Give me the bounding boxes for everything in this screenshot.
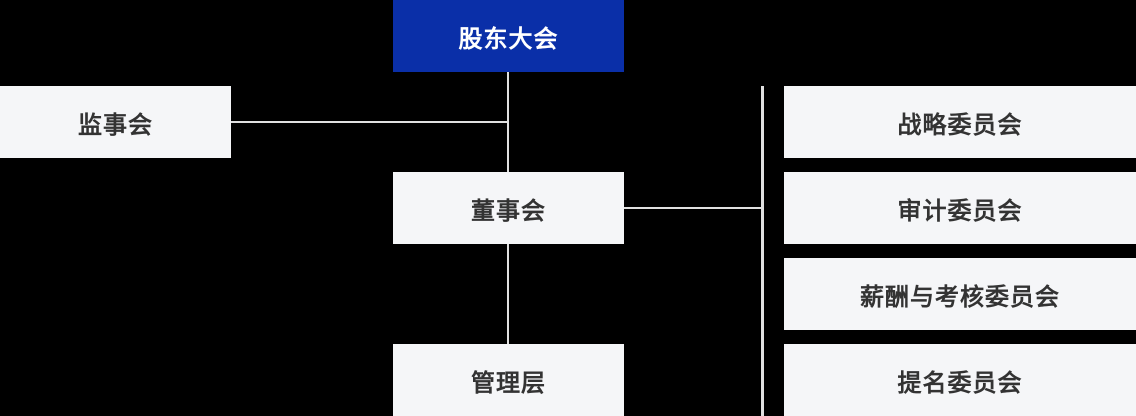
node-audit-committee: 审计委员会 — [784, 172, 1136, 244]
connector-board-to-committees — [624, 207, 763, 209]
connector-shareholders-to-board — [507, 72, 509, 172]
node-remuneration-appraisal-committee-label: 薪酬与考核委员会 — [860, 282, 1060, 311]
node-management-label: 管理层 — [471, 368, 546, 397]
node-board-of-directors: 董事会 — [393, 172, 624, 244]
connector-supervisors-branch — [231, 121, 508, 123]
node-board-of-directors-label: 董事会 — [471, 196, 546, 225]
node-remuneration-appraisal-committee: 薪酬与考核委员会 — [784, 258, 1136, 330]
node-board-of-supervisors: 监事会 — [0, 86, 231, 158]
connector-board-to-management — [507, 244, 509, 344]
connector-committees-trunk — [761, 86, 764, 416]
node-shareholders-meeting-label: 股东大会 — [458, 24, 559, 53]
node-audit-committee-label: 审计委员会 — [897, 196, 1023, 225]
node-strategy-committee: 战略委员会 — [784, 86, 1136, 158]
node-nomination-committee: 提名委员会 — [784, 344, 1136, 416]
node-nomination-committee-label: 提名委员会 — [897, 368, 1023, 397]
node-strategy-committee-label: 战略委员会 — [897, 110, 1023, 139]
node-board-of-supervisors-label: 监事会 — [78, 110, 153, 139]
node-shareholders-meeting: 股东大会 — [393, 0, 624, 72]
node-management: 管理层 — [393, 344, 624, 416]
